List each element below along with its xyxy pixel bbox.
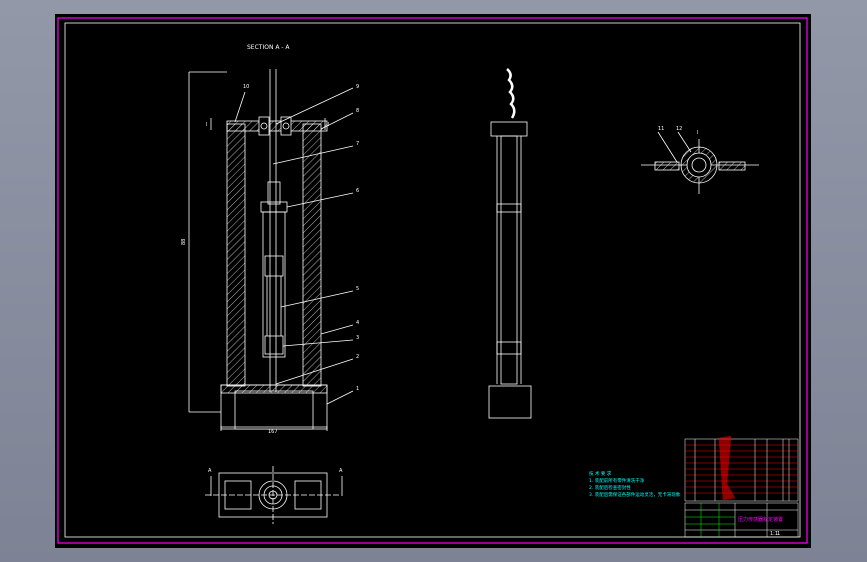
part-label-10: 10 (243, 84, 249, 90)
title-drawing-name: 压力传感器标定装置 (738, 516, 783, 523)
tech-notes: 技 术 要 求 1. 装配前所有零件清洗干净 2. 装配后检查密封性 3. 装配… (589, 470, 681, 498)
part-label-4: 4 (356, 320, 359, 326)
parts-list (684, 435, 799, 538)
side-view (488, 68, 532, 419)
section-view (188, 69, 354, 431)
detail-view-mark: I (697, 130, 698, 136)
side-mark-right: I (328, 122, 329, 128)
part-label-9: 9 (356, 84, 359, 90)
tech-note-3: 3. 装配后需保证各部件运动灵活，无卡滞现象 (589, 491, 681, 498)
detail-label-12: 12 (676, 126, 682, 132)
inner-frame (64, 22, 801, 538)
cad-viewport[interactable]: SECTION A - A (55, 14, 811, 548)
part-label-5: 5 (356, 286, 359, 292)
outer-frame (57, 17, 808, 544)
plan-view (205, 466, 343, 524)
section-title: SECTION A - A (247, 44, 290, 51)
part-label-6: 6 (356, 188, 359, 194)
part-label-7: 7 (356, 141, 359, 147)
cad-drawing: SECTION A - A (57, 17, 808, 544)
dimension-height: 88 (181, 239, 187, 245)
part-label-3: 3 (356, 335, 359, 341)
detail-view (641, 131, 759, 194)
dimension-width: 167 (268, 429, 278, 435)
section-marker-left: A (208, 468, 212, 474)
section-marker-right: A (339, 468, 343, 474)
part-label-2: 2 (356, 354, 359, 360)
tech-note-2: 2. 装配后检查密封性 (589, 484, 631, 491)
title-sheet: 1 (777, 531, 780, 537)
part-label-8: 8 (356, 108, 359, 114)
detail-label-11: 11 (658, 126, 664, 132)
tech-note-1: 1. 装配前所有零件清洗干净 (589, 477, 645, 484)
title-scale: 1:1 (770, 531, 778, 537)
part-label-1: 1 (356, 386, 359, 392)
side-mark-left: I (206, 122, 207, 128)
tech-notes-title: 技 术 要 求 (589, 470, 612, 477)
